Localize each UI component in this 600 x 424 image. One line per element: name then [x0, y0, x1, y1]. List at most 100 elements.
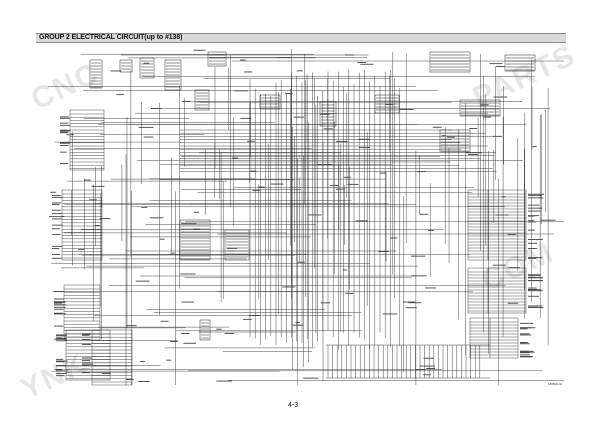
connector-label — [520, 328, 528, 330]
connector-label — [243, 71, 253, 73]
connector-label — [528, 239, 543, 240]
connector-label — [423, 374, 432, 376]
terminal-strips — [61, 109, 527, 386]
connector-label — [520, 352, 530, 354]
component-box — [139, 57, 155, 79]
connector-label — [357, 62, 366, 63]
component-box — [207, 51, 227, 67]
connector-label — [170, 341, 178, 342]
connector-label — [528, 277, 536, 278]
connector-label — [520, 351, 535, 353]
connector-label — [528, 215, 535, 217]
connector-label — [410, 255, 426, 257]
connector-label — [141, 206, 148, 208]
connector-label — [160, 320, 169, 322]
component-box — [119, 59, 133, 73]
connector-label — [138, 381, 150, 382]
connector-label — [52, 195, 61, 196]
connector-label — [320, 302, 331, 304]
connector-label — [528, 305, 543, 307]
section-title: GROUP 2 ELECTRICAL CIRCUIT(up to #138) — [39, 34, 183, 41]
connector-label — [419, 213, 429, 215]
connector-label — [82, 343, 91, 345]
connector-label — [378, 251, 389, 252]
connector-label — [54, 312, 64, 314]
connector-label — [54, 308, 64, 310]
connector-label — [54, 306, 66, 308]
connector-label — [101, 373, 111, 375]
connector-label — [336, 141, 348, 142]
connector-label — [480, 104, 489, 106]
connector-label — [249, 170, 257, 172]
connector-label — [193, 49, 206, 51]
connector-label — [520, 354, 530, 356]
connector-label — [520, 322, 533, 324]
connector-label — [343, 176, 351, 178]
connector-label — [56, 334, 68, 336]
connector-label — [532, 146, 537, 147]
connector-label — [528, 215, 540, 217]
connector-label — [359, 147, 370, 148]
connector-label — [82, 338, 91, 340]
connector-label — [54, 298, 64, 300]
connector-label — [56, 337, 67, 339]
component-box — [224, 229, 250, 261]
connector-label — [48, 216, 65, 218]
connector-label — [540, 219, 556, 221]
connector-label — [54, 301, 66, 303]
connector-label — [379, 172, 386, 174]
connector-label — [528, 275, 541, 277]
connector-label — [170, 252, 175, 254]
connector-label — [91, 185, 105, 187]
connector-label — [181, 101, 191, 102]
connector-label — [296, 261, 305, 263]
connector-label — [193, 228, 200, 230]
connector-label — [52, 248, 60, 249]
connector-label — [507, 234, 516, 235]
connector-label — [528, 295, 539, 297]
connector-label — [492, 264, 506, 266]
connector-label — [140, 361, 145, 362]
connector-label — [216, 328, 222, 330]
connector-label — [82, 334, 91, 335]
connector-label — [50, 191, 57, 193]
connector-labels — [48, 49, 556, 382]
wire-network — [47, 48, 564, 385]
connector-label — [143, 136, 154, 138]
connector-label — [355, 220, 368, 222]
connector-label — [56, 340, 68, 342]
connector-label — [180, 273, 196, 275]
terminal-strip — [467, 267, 527, 314]
terminal-strip — [91, 329, 133, 386]
connector-label — [347, 183, 359, 185]
connector-label — [66, 134, 75, 136]
connector-label — [181, 223, 197, 225]
connector-label — [60, 163, 69, 164]
connector-label — [528, 194, 542, 196]
connector-label — [52, 254, 60, 255]
connector-label — [468, 154, 478, 155]
component-box — [194, 89, 210, 111]
connector-label — [345, 292, 354, 294]
connector-label — [77, 249, 84, 251]
connector-label — [403, 301, 415, 303]
connector-label — [110, 70, 122, 72]
connector-label — [520, 356, 532, 358]
terminal-strip — [69, 109, 105, 171]
connector-label — [216, 380, 232, 382]
terminal-strip — [65, 329, 111, 381]
connector-label — [520, 350, 534, 352]
component-box — [89, 59, 103, 89]
terminal-strip — [469, 317, 519, 359]
connector-label — [60, 116, 69, 118]
connector-label — [60, 132, 69, 134]
connector-label — [528, 289, 538, 290]
connector-label — [160, 238, 165, 240]
connector-label — [432, 126, 442, 128]
connector-label — [84, 179, 91, 181]
connector-label — [52, 234, 61, 235]
connector-label — [226, 247, 238, 249]
connector-label — [52, 245, 63, 247]
component-box — [179, 219, 211, 261]
connector-label — [282, 286, 296, 288]
